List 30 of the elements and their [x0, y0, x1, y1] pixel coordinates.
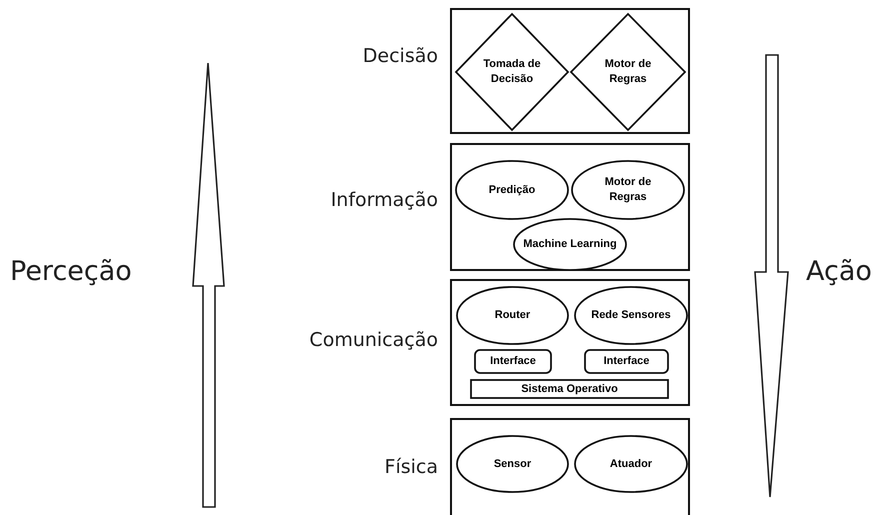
layer-label: Comunicação: [309, 329, 438, 351]
axis-label: Ação: [806, 256, 872, 287]
node-label: Tomada de Decisão: [482, 57, 542, 87]
node-label: Sensor: [494, 456, 532, 472]
node-label: Rede Sensores: [591, 308, 671, 323]
process-ellipse: [571, 160, 685, 220]
interface-box: [584, 349, 669, 374]
process-ellipse: [455, 160, 569, 220]
layer-label: Física: [384, 456, 438, 478]
process-ellipse: [456, 286, 569, 345]
process-ellipse: [574, 286, 688, 345]
system-bar: [470, 379, 669, 399]
layer-label: Decisão: [362, 45, 438, 67]
decision-diamond: [455, 13, 569, 131]
node-label: Sistema Operativo: [521, 382, 618, 396]
axis-label: Perceção: [10, 256, 132, 287]
process-ellipse: [574, 435, 688, 493]
node-label: Motor de Regras: [604, 57, 652, 87]
node-label: Atuador: [610, 456, 652, 472]
decision-diamond: [570, 13, 686, 131]
layer-label: Informação: [330, 189, 438, 211]
node-label: Motor de Regras: [604, 175, 652, 205]
interface-box: [474, 349, 552, 374]
node-label: Machine Learning: [523, 237, 617, 252]
node-label: Predição: [488, 182, 536, 198]
node-label: Interface: [490, 354, 536, 369]
process-ellipse: [513, 218, 627, 271]
node-label: Interface: [604, 354, 650, 369]
node-label: Router: [494, 308, 530, 323]
process-ellipse: [456, 435, 569, 493]
